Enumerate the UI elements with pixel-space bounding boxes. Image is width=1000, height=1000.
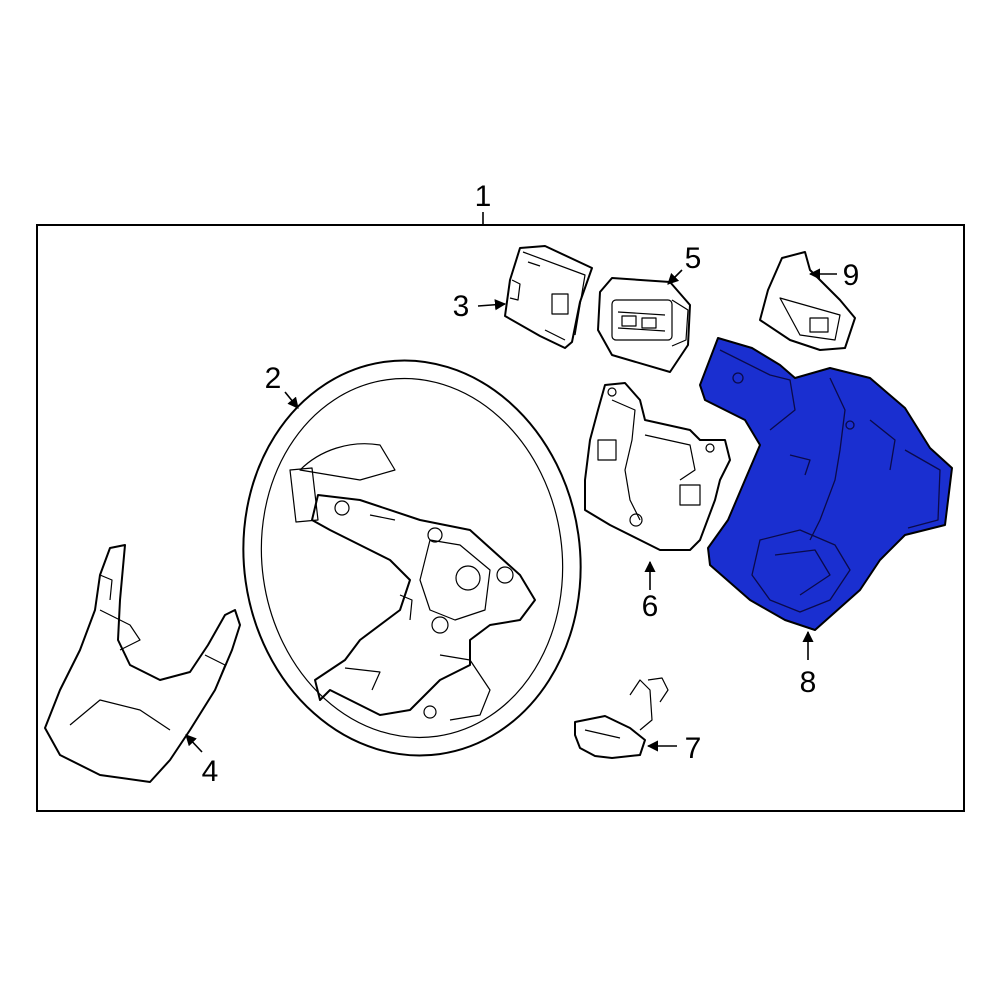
bracket-part-7[interactable]: [574, 677, 669, 759]
backing-plate-part-6[interactable]: [584, 382, 731, 551]
switch-bracket-part-3[interactable]: [504, 245, 593, 349]
callout-6: 6: [642, 590, 659, 623]
rear-cover-part-8[interactable]: [699, 337, 953, 631]
callout-7: 7: [685, 732, 702, 765]
steering-wheel-part[interactable]: [218, 339, 606, 778]
callout-5-leader: [667, 269, 683, 285]
callout-1: 1: [475, 180, 492, 213]
callout-4: 4: [202, 755, 219, 788]
callout-2-leader: [284, 391, 299, 409]
paddle-part-9[interactable]: [759, 251, 856, 351]
callout-3: 3: [453, 290, 470, 323]
assembly-frame: [36, 224, 965, 812]
switch-module-part-5[interactable]: [597, 277, 691, 373]
callout-8: 8: [800, 666, 817, 699]
callout-5: 5: [685, 242, 702, 275]
rear-cover-fill: [699, 337, 953, 631]
callout-2: 2: [265, 362, 282, 395]
lower-cover-part-4[interactable]: [44, 544, 241, 783]
callout-4-leader: [185, 734, 203, 753]
callout-9: 9: [843, 259, 860, 292]
callout-3-leader: [477, 299, 507, 311]
